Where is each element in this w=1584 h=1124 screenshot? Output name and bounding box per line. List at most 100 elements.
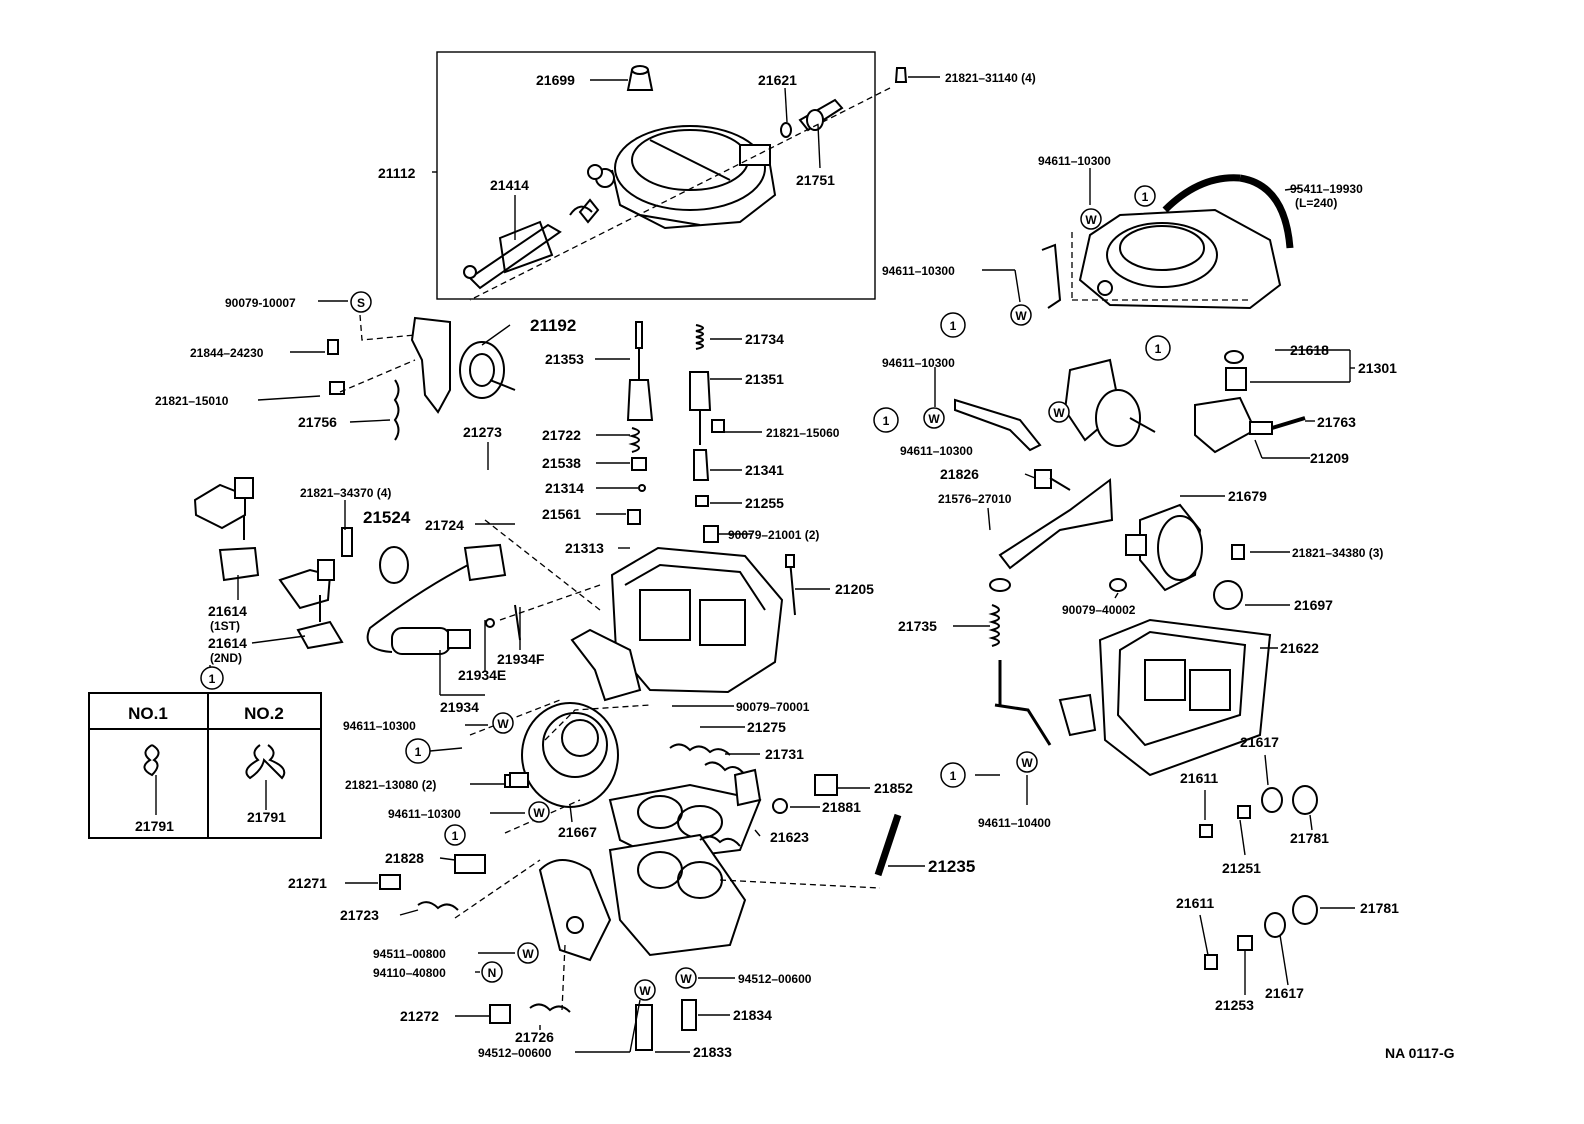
label-21833: 21833	[693, 1044, 732, 1060]
label-94611-10300-c: 94611–10300	[1038, 154, 1111, 168]
label-21614-2nd: 21614	[208, 635, 247, 651]
label-21731: 21731	[765, 746, 804, 762]
svg-text:W: W	[1021, 756, 1033, 770]
label-21781-a: 21781	[1290, 830, 1329, 846]
symbol-s-90079-10007	[350, 291, 372, 313]
label-21934E: 21934E	[458, 667, 506, 683]
label-21852: 21852	[874, 780, 913, 796]
right-gasket-drawing	[1058, 618, 1318, 970]
label-21934F: 21934F	[497, 651, 545, 667]
label-21723: 21723	[340, 907, 379, 923]
label-21314: 21314	[545, 480, 584, 496]
label-21611-b: 21611	[1176, 895, 1214, 911]
label-21538: 21538	[542, 455, 581, 471]
legend-col-no2: NO.2	[244, 704, 284, 723]
label-21622: 21622	[1280, 640, 1319, 656]
label-1st: (1ST)	[210, 619, 240, 633]
label-21751: 21751	[796, 172, 835, 188]
label-21667: 21667	[558, 824, 597, 840]
label-90079-21001: 90079–21001 (2)	[728, 528, 819, 542]
svg-text:1: 1	[452, 829, 459, 843]
main-body-drawing	[570, 546, 796, 702]
svg-text:W: W	[639, 984, 651, 998]
air-horn-group-box	[436, 51, 876, 300]
label-94512-00600-r: 94512–00600	[738, 972, 812, 986]
svg-text:N: N	[488, 966, 497, 980]
label-21756: 21756	[298, 414, 337, 430]
label-21313: 21313	[565, 540, 604, 556]
label-21576-27010: 21576–27010	[938, 492, 1012, 506]
svg-text:1: 1	[950, 319, 957, 333]
svg-text:W: W	[1085, 213, 1097, 227]
left-switch-drawing	[193, 477, 521, 655]
label-21735: 21735	[898, 618, 937, 634]
label-21273: 21273	[463, 424, 502, 440]
label-21934: 21934	[440, 699, 479, 715]
label-21272: 21272	[400, 1008, 439, 1024]
choke-opener-drawing	[327, 316, 516, 441]
label-21791-b: 21791	[247, 809, 286, 825]
label-90079-10007: 90079-10007	[225, 296, 296, 310]
svg-text:W: W	[1015, 309, 1027, 323]
label-21614-1st: 21614	[208, 603, 247, 619]
label-21881: 21881	[822, 799, 861, 815]
right-choke-breaker-drawing	[954, 358, 1156, 746]
label-21781-b: 21781	[1360, 900, 1399, 916]
svg-text:1: 1	[209, 672, 216, 686]
label-21821-15060: 21821–15060	[766, 426, 840, 440]
label-21271: 21271	[288, 875, 327, 891]
label-21205: 21205	[835, 581, 874, 597]
legend-col-no1: NO.1	[128, 704, 168, 723]
svg-text:1: 1	[883, 414, 890, 428]
label-21209: 21209	[1310, 450, 1349, 466]
label-21192: 21192	[530, 316, 576, 335]
label-21821-31140: 21821–31140 (4)	[945, 71, 1036, 85]
label-21561: 21561	[542, 506, 581, 522]
label-21621: 21621	[758, 72, 797, 88]
label-94511-00800: 94511–00800	[373, 947, 446, 961]
label-21617-a: 21617	[1240, 734, 1279, 750]
label-21828: 21828	[385, 850, 424, 866]
air-horn-drawing	[463, 65, 844, 290]
label-21722: 21722	[542, 427, 581, 443]
label-21821-15010: 21821–15010	[155, 394, 229, 408]
footer-code: NA 0117-G	[1385, 1045, 1455, 1061]
label-21611-a: 21611	[1180, 770, 1218, 786]
label-94611-10300-b: 94611–10300	[388, 807, 461, 821]
label-2nd: (2ND)	[210, 651, 242, 665]
svg-text:W: W	[1053, 406, 1065, 420]
label-90079-40002: 90079–40002	[1062, 603, 1136, 617]
label-21251: 21251	[1222, 860, 1261, 876]
svg-text:W: W	[497, 717, 509, 731]
label-95411-19930: 95411–19930	[1290, 182, 1363, 196]
label-21623: 21623	[770, 829, 809, 845]
pump-diaphragm-drawing	[504, 702, 746, 808]
label-21834: 21834	[733, 1007, 772, 1023]
label-21617-b: 21617	[1265, 985, 1304, 1001]
svg-text:1: 1	[950, 769, 957, 783]
svg-text:W: W	[928, 412, 940, 426]
label-21821-34370: 21821–34370 (4)	[300, 486, 391, 500]
label-21724: 21724	[425, 517, 464, 533]
label-21353: 21353	[545, 351, 584, 367]
svg-text:W: W	[533, 806, 545, 820]
right-solenoid-drawing	[1109, 350, 1306, 610]
label-21351: 21351	[745, 371, 784, 387]
label-21697: 21697	[1294, 597, 1333, 613]
label-21524: 21524	[363, 508, 411, 527]
label-21844-24230: 21844–24230	[190, 346, 264, 360]
circled-symbols: S W 1 W 1 1 W 1 W 1 W 1 W 1 W N W W W 1	[200, 185, 1171, 1001]
svg-text:1: 1	[1155, 342, 1162, 356]
label-21821-13080: 21821–13080 (2)	[345, 778, 436, 792]
label-21679: 21679	[1228, 488, 1267, 504]
svg-text:W: W	[522, 947, 534, 961]
label-21255: 21255	[745, 495, 784, 511]
label-21734: 21734	[745, 331, 784, 347]
label-94611-10300-d: 94611–10300	[882, 264, 955, 278]
svg-text:W: W	[680, 972, 692, 986]
label-21791-a: 21791	[135, 818, 174, 834]
flange-body-drawing	[379, 768, 902, 1051]
label-21699: 21699	[536, 72, 575, 88]
label-21112: 21112	[378, 165, 416, 181]
